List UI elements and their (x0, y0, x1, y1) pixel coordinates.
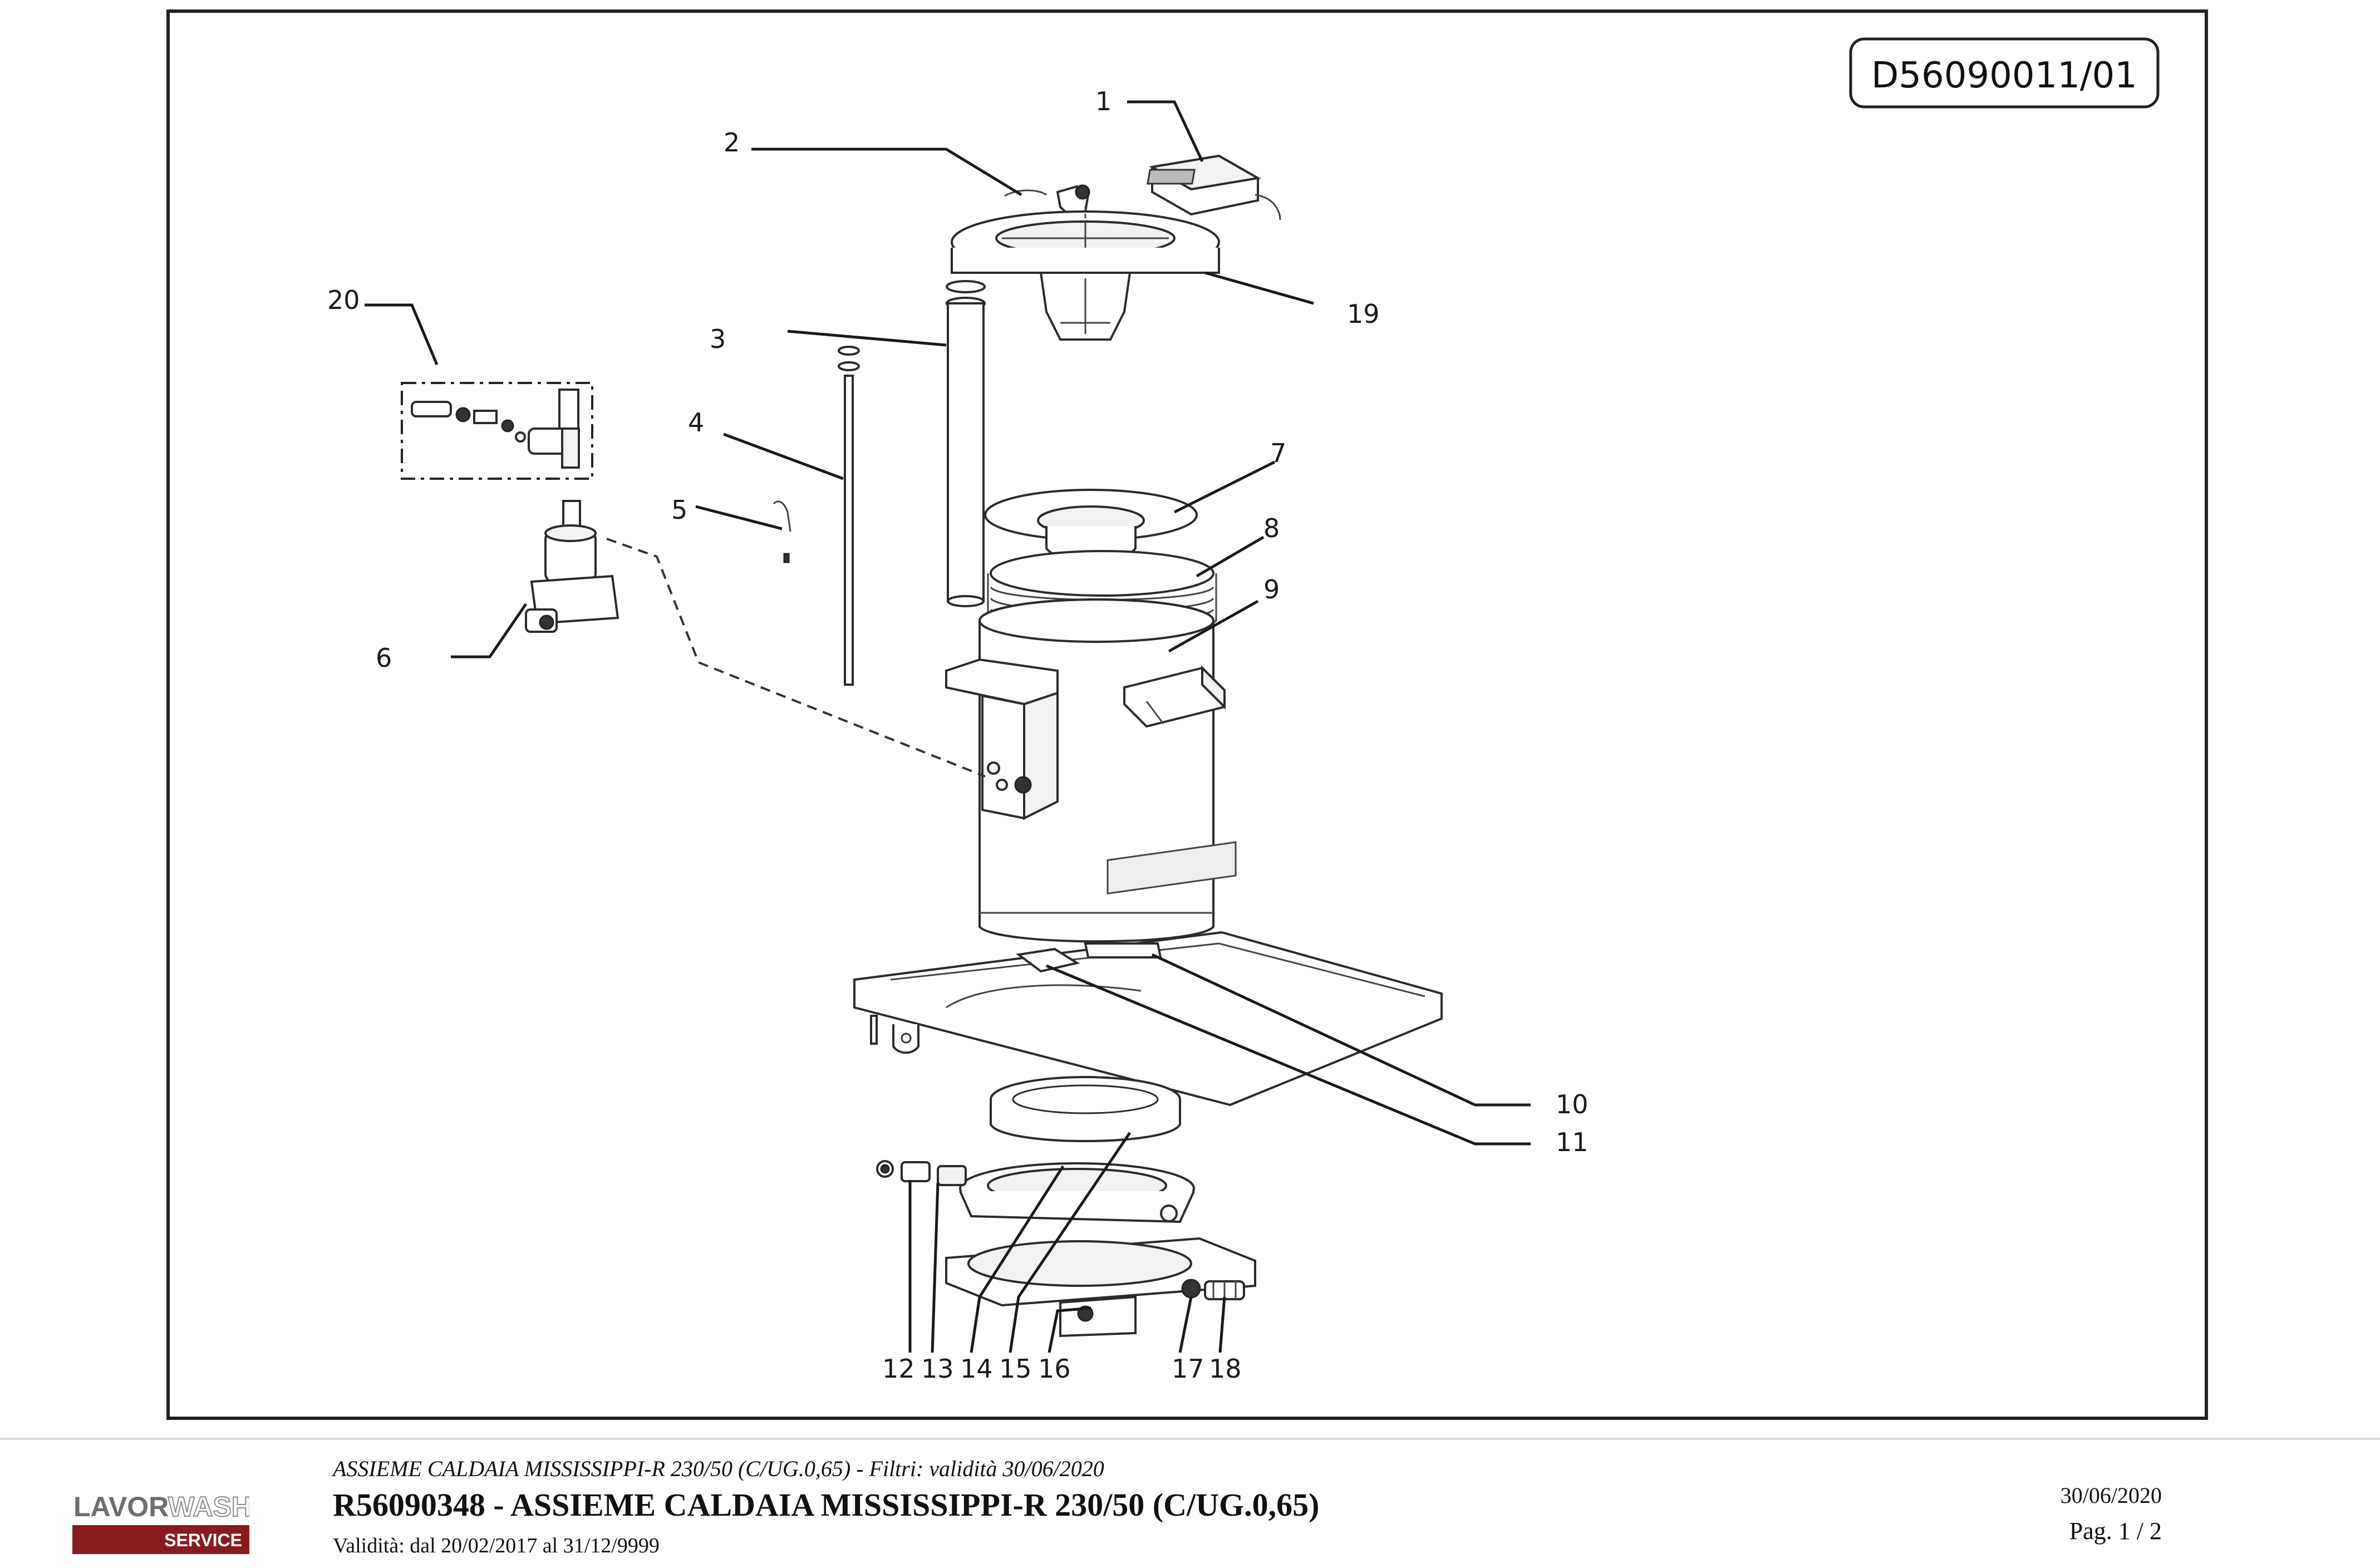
callout-9: 9 (1263, 574, 1280, 604)
callout-13: 13 (921, 1354, 954, 1384)
part-19-top-plate (951, 206, 1220, 341)
footer-validity: Validità: dal 20/02/2017 al 31/12/9999 (333, 1534, 660, 1557)
part-6-solenoid-valve (525, 500, 619, 633)
part-1-control-box (1147, 154, 1281, 220)
part-15-insulation-ring (990, 1076, 1181, 1142)
callout-19: 19 (1347, 299, 1380, 329)
lavorwash-service-logo: LAVOR WASH SERVICE (72, 1487, 249, 1555)
callout-3: 3 (710, 324, 726, 354)
callout-7: 7 (1270, 438, 1286, 468)
callout-10: 10 (1556, 1089, 1589, 1119)
logo-brand-left: LAVOR (73, 1491, 169, 1522)
parts-17-18-fittings (1181, 1279, 1245, 1300)
part-3-tube (946, 280, 986, 607)
callout-4: 4 (688, 407, 704, 438)
callout-5: 5 (671, 495, 687, 525)
callout-6: 6 (376, 643, 392, 673)
callout-12: 12 (882, 1354, 915, 1384)
part-4-rod (838, 346, 860, 686)
part-5-electrode (773, 500, 791, 563)
callout-1: 1 (1095, 86, 1112, 116)
drawing-code-box: D56090011/01 (1849, 37, 2160, 109)
drawing-frame (166, 9, 2208, 1420)
callout-20: 20 (327, 285, 360, 315)
footer-date: 30/06/2020 (2060, 1483, 2162, 1508)
part-20-valve-kit (401, 382, 593, 480)
footer-page-number: Pag. 1 / 2 (2069, 1517, 2162, 1545)
callout-14: 14 (960, 1354, 993, 1384)
callout-16: 16 (1038, 1354, 1071, 1384)
connection-dashed-line (606, 538, 986, 778)
leader-lines (365, 100, 1531, 1353)
part-14-combustion-chamber (959, 1162, 1195, 1223)
parts-12-13-fittings (876, 1160, 967, 1186)
callout-2: 2 (724, 127, 740, 158)
logo-service-text: SERVICE (164, 1530, 242, 1550)
callout-17: 17 (1172, 1354, 1204, 1384)
base-plate (853, 841, 1443, 1107)
callout-18: 18 (1209, 1354, 1242, 1384)
logo-service-band (72, 1525, 249, 1554)
drawing-code: D56090011/01 (1871, 55, 2137, 96)
callout-15: 15 (999, 1354, 1032, 1384)
logo-brand-right: WASH (168, 1491, 249, 1522)
footer-subtitle: ASSIEME CALDAIA MISSISSIPPI-R 230/50 (C/… (333, 1456, 1104, 1481)
part-9-boiler-body (945, 598, 1226, 943)
callout-11: 11 (1556, 1127, 1589, 1157)
callout-8: 8 (1263, 513, 1280, 543)
footer-title: R56090348 - ASSIEME CALDAIA MISSISSIPPI-… (333, 1487, 1320, 1523)
